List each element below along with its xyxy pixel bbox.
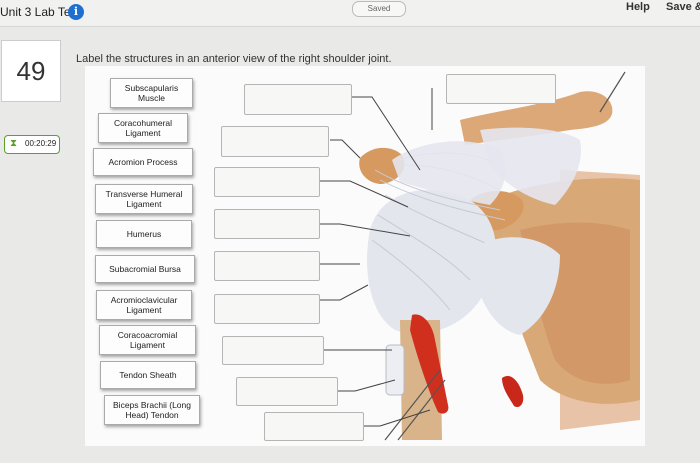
drop-zone-4[interactable] xyxy=(214,167,320,197)
label-coracohumeral-ligament[interactable]: Coracohumeral Ligament xyxy=(98,113,188,143)
label-transverse-humeral-ligament[interactable]: Transverse Humeral Ligament xyxy=(95,184,193,214)
drop-zone-3[interactable] xyxy=(221,126,329,157)
test-title: Unit 3 Lab Test xyxy=(0,5,80,19)
timer-value: 00:20:29 xyxy=(25,139,57,148)
timer: ⧗ 00:20:29 xyxy=(4,135,60,154)
label-humerus[interactable]: Humerus xyxy=(96,220,192,248)
label-acromioclavicular-ligament[interactable]: Acromioclavicular Ligament xyxy=(96,290,192,320)
label-subacromial-bursa[interactable]: Subacromial Bursa xyxy=(95,255,195,283)
label-acromion-process[interactable]: Acromion Process xyxy=(93,148,193,176)
drop-zone-6[interactable] xyxy=(214,251,320,281)
help-link[interactable]: Help xyxy=(626,1,650,13)
hourglass-icon: ⧗ xyxy=(10,138,18,149)
question-instruction: Label the structures in an anterior view… xyxy=(76,53,392,65)
label-biceps-brachii-long-head-tendon[interactable]: Biceps Brachii (Long Head) Tendon xyxy=(104,395,200,425)
save-exit-button[interactable]: Save & xyxy=(666,1,700,13)
drop-zone-2[interactable] xyxy=(446,74,556,104)
label-subscapularis-muscle[interactable]: Subscapularis Muscle xyxy=(110,78,193,108)
label-tendon-sheath[interactable]: Tendon Sheath xyxy=(100,361,196,389)
drop-zone-8[interactable] xyxy=(222,336,324,365)
question-number: 49 xyxy=(1,40,61,102)
info-icon[interactable]: i xyxy=(68,4,84,20)
drop-zone-1[interactable] xyxy=(244,84,352,115)
top-bar: Unit 3 Lab Test i Saved Help Save & xyxy=(0,0,700,27)
saved-status-badge: Saved xyxy=(352,1,406,17)
drop-zone-7[interactable] xyxy=(214,294,320,324)
drop-zone-5[interactable] xyxy=(214,209,320,239)
drop-zone-9[interactable] xyxy=(236,377,338,406)
drop-zone-10[interactable] xyxy=(264,412,364,441)
label-coracoacromial-ligament[interactable]: Coracoacromial Ligament xyxy=(99,325,196,355)
